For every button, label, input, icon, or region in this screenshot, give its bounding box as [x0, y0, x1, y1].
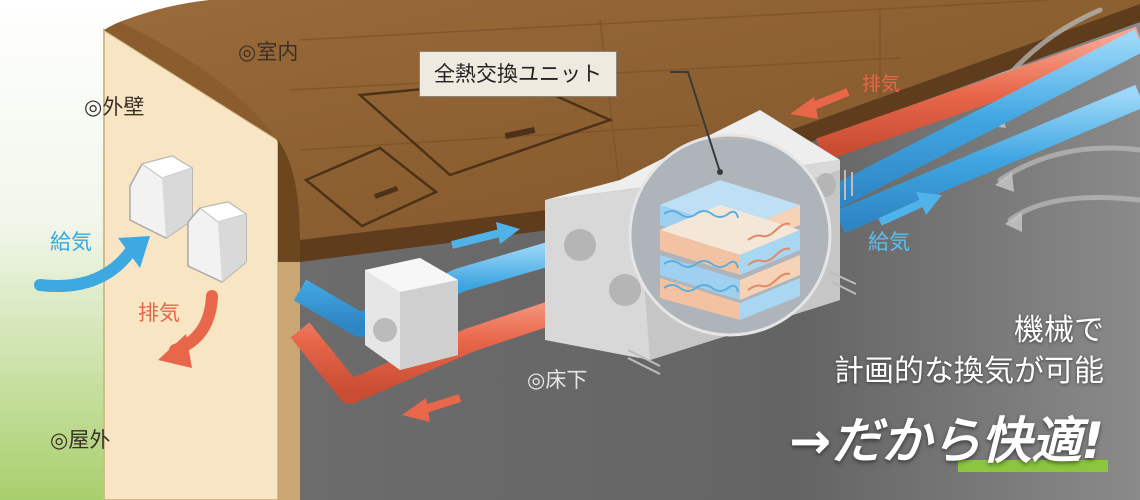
- arrow-supply-icon: [878, 192, 942, 226]
- label-outdoor: ◎屋外: [50, 428, 111, 452]
- arrow-supply-icon: [451, 222, 520, 249]
- label-supply-outdoor: 給気: [50, 230, 92, 254]
- label-exhaust-duct: 排気: [862, 73, 901, 95]
- unit-callout-box: 全熱交換ユニット: [419, 51, 617, 97]
- junction-box: [365, 258, 458, 370]
- tagline-line-1: 機械で: [1014, 313, 1104, 348]
- arrow-exhaust-icon: [402, 394, 462, 422]
- tagline-line-3: →だから快適!: [789, 412, 1104, 470]
- floor-slab-top: [120, 0, 1140, 240]
- floor-hatch-small: [303, 146, 439, 228]
- callout-leader: [670, 71, 721, 173]
- vent-hood-icon: [187, 201, 248, 283]
- tagline-line-2: 計画的な換気が可能: [834, 354, 1104, 389]
- label-exhaust-outdoor: 排気: [138, 301, 180, 325]
- label-outer-wall: ◎外壁: [84, 95, 145, 119]
- label-underfloor: ◎床下: [527, 368, 588, 392]
- tagline-highlight: [958, 460, 1108, 472]
- label-supply-duct: 給気: [868, 230, 910, 254]
- arrow-supply-icon: [34, 246, 136, 292]
- vent-hood-icon: [129, 155, 194, 239]
- label-room-interior: ◎室内: [238, 40, 299, 64]
- arrow-exhaust-icon: [790, 88, 850, 119]
- supply-duct-right: [835, 84, 1140, 234]
- heat-exchange-core-icon: [628, 133, 832, 337]
